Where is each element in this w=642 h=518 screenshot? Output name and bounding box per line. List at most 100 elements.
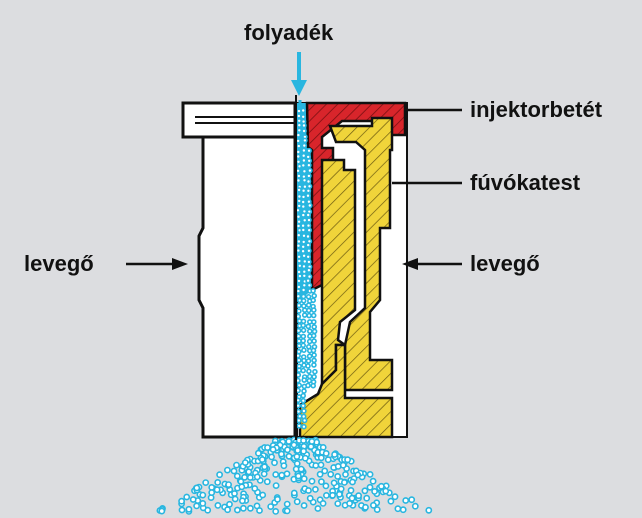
droplet: [301, 147, 307, 154]
droplet: [258, 456, 266, 463]
droplet: [324, 456, 332, 464]
droplet: [254, 449, 262, 457]
droplet: [311, 324, 318, 330]
droplet: [310, 332, 317, 339]
droplet: [300, 502, 308, 509]
droplet: [310, 307, 317, 313]
droplet: [300, 392, 307, 399]
droplet: [296, 262, 303, 269]
droplet: [305, 358, 312, 364]
droplet: [301, 168, 308, 175]
droplet: [348, 494, 356, 502]
droplet: [301, 282, 308, 289]
droplet: [223, 466, 231, 474]
droplet: [305, 487, 312, 494]
droplet: [377, 482, 385, 490]
droplet: [225, 481, 232, 488]
droplet: [300, 333, 307, 340]
droplet: [349, 478, 356, 486]
droplet: [300, 293, 307, 300]
droplet: [305, 178, 312, 185]
droplet: [296, 173, 302, 179]
droplet: [233, 472, 241, 480]
droplet: [295, 333, 302, 340]
droplet: [301, 128, 307, 134]
droplet: [231, 495, 239, 503]
droplet: [306, 162, 312, 168]
droplet: [347, 486, 355, 494]
droplet: [301, 347, 307, 354]
droplet: [306, 217, 312, 223]
droplet: [296, 423, 303, 429]
droplet: [246, 504, 254, 512]
droplet: [263, 478, 271, 486]
droplet: [295, 177, 302, 184]
droplet: [362, 503, 369, 511]
droplet: [208, 489, 216, 496]
droplet: [305, 277, 311, 284]
droplet: [296, 382, 303, 389]
droplet: [158, 507, 166, 515]
droplet: [300, 244, 307, 250]
injector-insert: [305, 101, 407, 293]
droplet: [280, 462, 288, 470]
droplet: [316, 470, 324, 478]
droplet: [290, 489, 298, 497]
droplet: [300, 397, 307, 404]
droplet: [296, 357, 302, 364]
droplet: [295, 408, 302, 415]
droplet: [301, 388, 307, 394]
droplet: [245, 468, 253, 476]
droplet: [226, 500, 233, 508]
droplet: [251, 485, 259, 492]
droplet: [369, 501, 377, 509]
droplet: [305, 363, 311, 369]
air-arrow-left: [126, 258, 188, 270]
droplet: [306, 368, 312, 375]
droplet: [300, 114, 307, 120]
droplet: [231, 490, 238, 497]
droplet: [317, 478, 325, 486]
droplet: [271, 459, 278, 467]
droplet: [259, 491, 267, 499]
droplet: [305, 222, 312, 229]
droplet: [371, 487, 378, 495]
droplet: [233, 506, 241, 514]
droplet: [301, 417, 308, 424]
droplet: [300, 227, 307, 233]
droplet: [387, 497, 395, 505]
droplet: [239, 504, 247, 512]
droplet: [337, 485, 345, 493]
droplet: [301, 423, 307, 430]
droplet: [301, 157, 307, 164]
droplet: [327, 470, 335, 478]
droplet: [305, 253, 312, 260]
droplet: [301, 142, 308, 149]
label-air-left: levegő: [24, 251, 94, 276]
droplet: [293, 453, 301, 460]
droplet: [264, 444, 271, 451]
droplet: [296, 118, 303, 124]
droplet: [296, 417, 302, 424]
droplet: [214, 478, 222, 486]
droplet: [199, 499, 207, 507]
droplet: [306, 227, 313, 233]
droplet: [311, 338, 317, 344]
droplet: [296, 218, 302, 225]
droplet: [307, 167, 313, 174]
droplet: [340, 478, 348, 486]
droplet: [189, 496, 197, 503]
droplet: [317, 454, 325, 462]
droplet: [369, 477, 377, 485]
droplet: [312, 368, 318, 375]
droplet: [322, 449, 330, 457]
droplet: [311, 357, 317, 364]
droplet: [301, 122, 307, 129]
droplet: [237, 478, 245, 485]
droplet: [382, 487, 390, 495]
droplet: [274, 495, 281, 503]
nozzle-outer-body: [181, 101, 297, 439]
droplet: [283, 500, 291, 508]
droplet: [366, 470, 374, 478]
label-air-right: levegő: [470, 251, 540, 276]
